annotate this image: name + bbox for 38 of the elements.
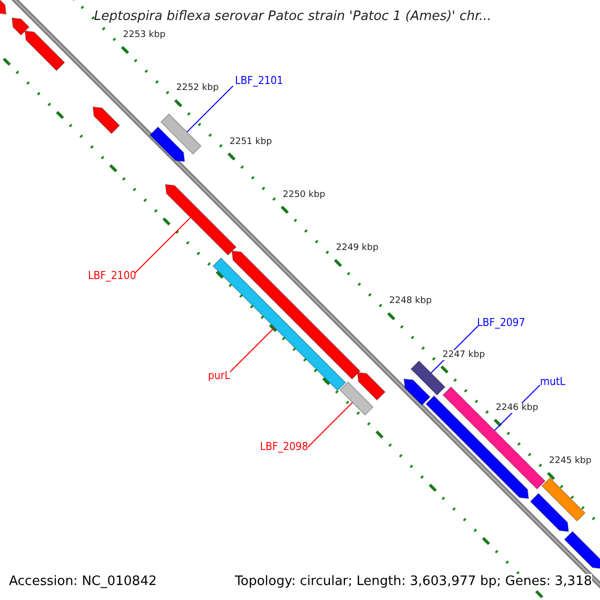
gene-feature xyxy=(160,113,202,155)
gene-feature xyxy=(541,477,586,522)
gene-feature xyxy=(356,372,386,401)
gene-feature xyxy=(24,30,66,72)
gene-feature xyxy=(339,381,374,416)
gene-feature xyxy=(0,0,7,15)
gene-label: LBF_2100 xyxy=(88,269,136,282)
gene-feature xyxy=(403,378,431,406)
gene-feature xyxy=(530,492,570,532)
gene-label: LBF_2098 xyxy=(260,440,308,453)
scale-label: 2253 kbp xyxy=(123,30,166,40)
scale-label: 2252 kbp xyxy=(176,83,219,94)
gene-feature xyxy=(410,360,446,396)
gene-feature xyxy=(564,530,600,570)
gene-label: purL xyxy=(208,369,230,382)
gene-label: LBF_2097 xyxy=(477,316,526,329)
scale-label: 2251 kbp xyxy=(230,136,272,146)
scale-label: 2247 kbp xyxy=(442,350,485,360)
scale-label: 2246 kbp xyxy=(496,402,538,413)
gene-feature xyxy=(149,126,186,162)
scale-label: 2249 kbp xyxy=(336,243,378,253)
leader-line xyxy=(308,402,353,448)
gene-feature xyxy=(164,184,237,256)
leader-line xyxy=(134,217,191,274)
gene-feature xyxy=(442,386,546,490)
summary-text: Topology: circular; Length: 3,603,977 bp; Genes: 3,318 xyxy=(234,574,592,589)
accession-text: Accession: NC_010842 xyxy=(9,574,157,589)
gene-label: LBF_2101 xyxy=(235,74,284,87)
leader-line xyxy=(186,86,234,132)
map-title: Leptospira biflexa serovar Patoc strain 'Patoc 1 (Ames)' chr... xyxy=(94,9,492,24)
scale-label: 2250 kbp xyxy=(282,190,326,200)
gene-label: mutL xyxy=(540,375,566,388)
scale-label: 2248 kbp xyxy=(389,296,432,306)
scale-label: 2245 kbp xyxy=(549,456,592,466)
gene-feature xyxy=(92,106,120,134)
leader-line xyxy=(230,327,275,372)
gene-feature xyxy=(11,17,30,36)
gene-feature xyxy=(231,250,361,380)
